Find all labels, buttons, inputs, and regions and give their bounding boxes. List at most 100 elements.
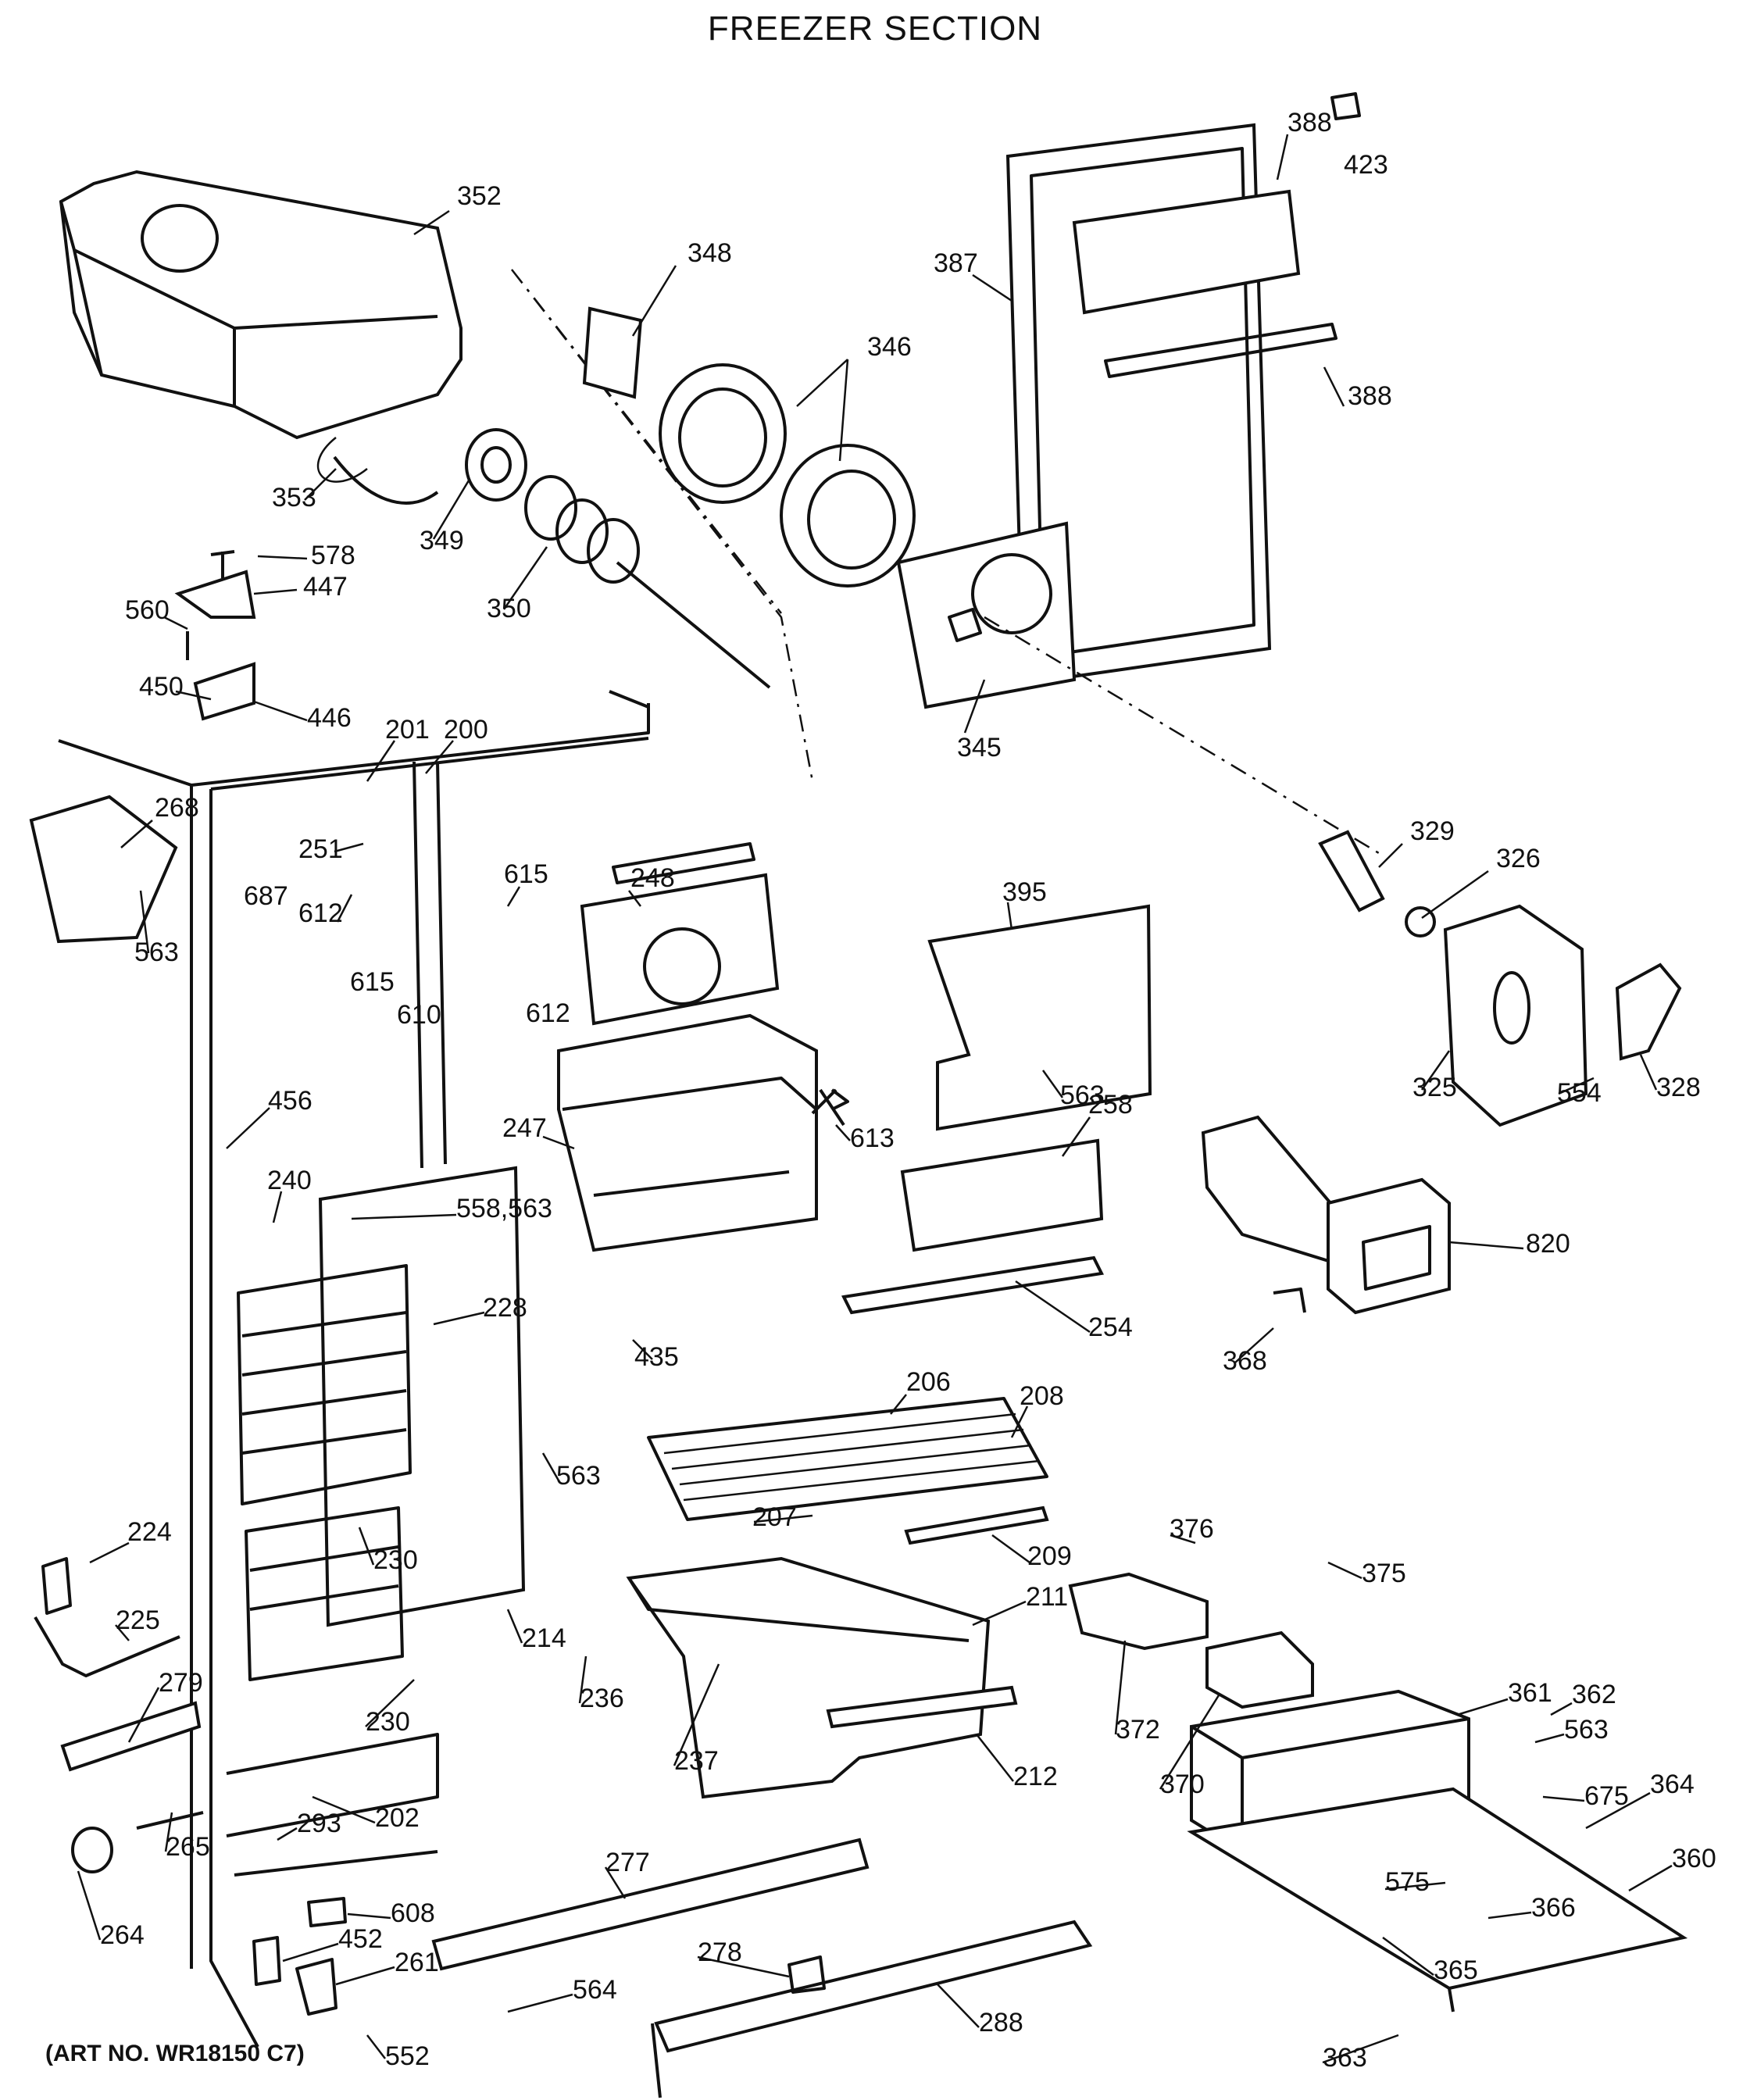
part-label: 345 — [957, 733, 1002, 762]
part-label: 554 — [1557, 1078, 1602, 1108]
drums-346 — [659, 363, 916, 588]
fan-housing-247-248 — [557, 842, 818, 1252]
part-label: 563 — [556, 1461, 601, 1491]
bail-353 — [333, 455, 439, 505]
part-label: 564 — [573, 1975, 617, 2005]
part-label: 277 — [605, 1848, 650, 1877]
part-label: 552 — [385, 2041, 430, 2071]
part-label: 612 — [298, 898, 343, 928]
rail-277-grille-288 — [431, 1838, 1093, 2098]
cabinet-frame-456 — [58, 690, 650, 2048]
shelf-206 — [647, 1397, 1049, 1545]
blade-348 — [582, 306, 643, 399]
part-label: 447 — [303, 572, 348, 602]
part-label: 362 — [1572, 1680, 1616, 1709]
part-label: 237 — [674, 1746, 719, 1776]
part-label: 610 — [397, 1000, 441, 1030]
part-label: 265 — [166, 1832, 210, 1862]
part-label: 450 — [139, 672, 184, 702]
part-label: 326 — [1496, 844, 1541, 873]
basket-211 — [626, 1556, 1018, 1799]
part-label: 388 — [1348, 381, 1392, 411]
part-label: 456 — [268, 1086, 312, 1116]
plate-345 — [896, 521, 1077, 709]
auger-349-350 — [465, 428, 771, 689]
part-label: 279 — [159, 1668, 203, 1698]
part-label: 452 — [338, 1924, 383, 1954]
diagram-title: FREEZER SECTION — [707, 9, 1043, 48]
part-label: 352 — [457, 181, 502, 211]
part-label: 558,563 — [456, 1194, 552, 1223]
part-label: 240 — [267, 1166, 312, 1195]
hinge-278 — [788, 1955, 826, 1994]
part-label: 575 — [1385, 1867, 1430, 1897]
part-label: 224 — [127, 1517, 172, 1547]
dispenser-door-387 — [1005, 123, 1338, 686]
part-label: 225 — [116, 1605, 160, 1635]
cover-395 — [927, 904, 1152, 1131]
part-label: 435 — [634, 1342, 679, 1372]
part-label: 613 — [850, 1123, 895, 1153]
part-label: 211 — [1026, 1582, 1068, 1612]
part-label: 395 — [1002, 877, 1047, 907]
part-label: 820 — [1526, 1229, 1570, 1259]
icemaker-820 — [1201, 1115, 1451, 1315]
part-label: 446 — [307, 703, 352, 733]
part-label: 423 — [1344, 150, 1388, 180]
trim-258-254 — [841, 1138, 1105, 1315]
part-label: 364 — [1650, 1770, 1695, 1799]
part-label: 248 — [630, 863, 675, 893]
hinge-261 — [295, 1958, 338, 2016]
part-label: 206 — [906, 1367, 951, 1397]
part-label: 387 — [934, 248, 978, 278]
control-372-370 — [1068, 1572, 1314, 1709]
part-number-labels: 3523483463884233873883533493505784475604… — [100, 108, 1716, 2073]
part-label: 264 — [100, 1920, 145, 1950]
part-label: 209 — [1027, 1541, 1072, 1571]
motor-assembly-325 — [1318, 830, 1682, 1127]
part-label: 251 — [298, 834, 343, 864]
part-label: 375 — [1362, 1559, 1406, 1588]
part-label: 278 — [698, 1938, 742, 1967]
bracket-368 — [1273, 1288, 1306, 1313]
part-label: 612 — [526, 998, 570, 1028]
part-label: 388 — [1288, 108, 1332, 138]
lower-left-parts — [34, 1557, 204, 1873]
part-label: 615 — [504, 859, 548, 889]
part-label: 230 — [366, 1707, 410, 1737]
part-label: 200 — [444, 715, 488, 745]
part-label: 202 — [375, 1803, 420, 1833]
part-label: 368 — [1223, 1346, 1267, 1376]
base-housing-361-360 — [1187, 1689, 1688, 2012]
part-label: 349 — [420, 526, 464, 555]
part-label: 208 — [1020, 1381, 1064, 1411]
part-label: 328 — [1656, 1073, 1701, 1102]
evaporator-228 — [237, 1166, 526, 1681]
part-label: 214 — [522, 1623, 566, 1653]
part-label: 353 — [272, 483, 316, 512]
part-label: 361 — [1508, 1678, 1552, 1708]
part-label: 258 — [1088, 1090, 1133, 1120]
leader-lines — [77, 134, 1673, 2064]
part-608 — [307, 1897, 347, 1927]
part-label: 563 — [1564, 1715, 1609, 1745]
part-label: 329 — [1410, 816, 1455, 846]
part-label: 608 — [391, 1898, 435, 1928]
bracket-447-446 — [174, 550, 256, 721]
part-label: 563 — [134, 938, 179, 967]
part-label: 325 — [1412, 1073, 1457, 1102]
part-label: 247 — [502, 1113, 547, 1143]
part-label: 201 — [385, 715, 430, 745]
part-label: 563 — [1060, 1080, 1105, 1110]
part-label: 228 — [483, 1293, 527, 1323]
part-label: 254 — [1088, 1312, 1133, 1342]
lamp-268 — [29, 795, 178, 944]
part-label: 288 — [979, 2008, 1023, 2038]
part-label: 350 — [487, 594, 531, 623]
part-label: 348 — [688, 238, 732, 268]
part-label: 560 — [125, 595, 170, 625]
part-label: 363 — [1323, 2043, 1367, 2073]
part-label: 293 — [297, 1809, 341, 1838]
part-label: 212 — [1013, 1762, 1058, 1791]
